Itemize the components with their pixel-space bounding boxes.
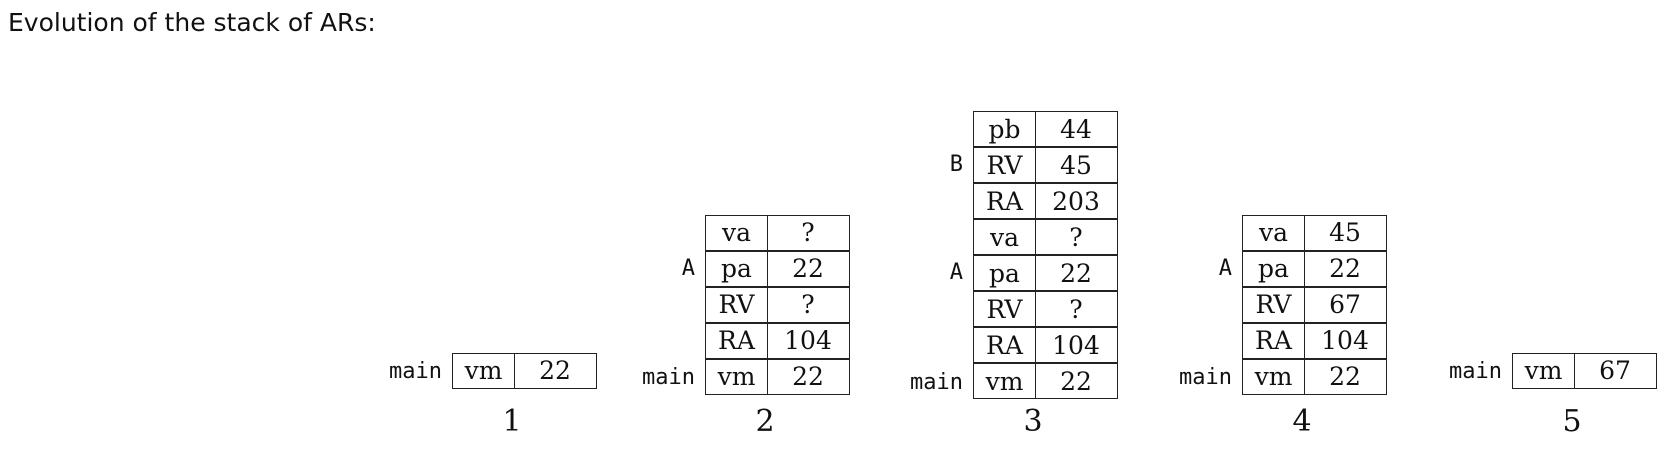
slot-value: 22: [1034, 363, 1118, 399]
frame-label: A: [1218, 255, 1232, 281]
stack-number: 5: [1562, 404, 1582, 439]
slot-value: 45: [1034, 147, 1118, 183]
frame-label: A: [949, 260, 963, 285]
slot-value: 22: [1303, 250, 1387, 287]
frame-label: main: [1179, 365, 1232, 390]
slot-name: vm: [1242, 358, 1305, 395]
slot-value: 22: [1034, 255, 1118, 291]
slot-name: va: [973, 219, 1036, 255]
slot-value: 45: [1303, 214, 1387, 251]
slot-name: pa: [973, 255, 1036, 291]
slot-value: ?: [1034, 219, 1118, 255]
frame-label: main: [389, 359, 442, 384]
frame-label: A: [681, 255, 695, 281]
ar-row: RV?: [705, 286, 850, 324]
stack-number: 3: [1023, 404, 1043, 439]
frame-label: main: [1449, 359, 1502, 384]
slot-value: 104: [766, 322, 850, 359]
slot-name: vm: [452, 352, 515, 389]
ar-row: RV?: [973, 291, 1118, 329]
stack-number: 1: [502, 404, 522, 439]
slot-name: va: [1242, 214, 1305, 251]
slot-value: 22: [513, 352, 597, 389]
ar-row: va?: [705, 214, 850, 252]
slot-name: vm: [705, 358, 768, 395]
stack-number: 2: [755, 404, 775, 439]
slot-name: RA: [973, 183, 1036, 219]
slot-value: 104: [1303, 322, 1387, 359]
slot-name: pb: [973, 111, 1036, 147]
slot-value: 22: [1303, 358, 1387, 395]
slot-value: 104: [1034, 327, 1118, 363]
slot-name: RA: [705, 322, 768, 359]
slot-value: 67: [1303, 286, 1387, 323]
slot-name: RA: [1242, 322, 1305, 359]
slot-value: 22: [766, 358, 850, 395]
ar-row: va?: [973, 219, 1118, 257]
slot-name: RV: [1242, 286, 1305, 323]
diagram-title: Evolution of the stack of ARs:: [8, 8, 376, 37]
slot-name: pa: [1242, 250, 1305, 287]
slot-name: va: [705, 214, 768, 251]
slot-name: vm: [973, 363, 1036, 399]
slot-value: 44: [1034, 111, 1118, 147]
slot-value: ?: [766, 286, 850, 323]
slot-value: 22: [766, 250, 850, 287]
slot-name: RV: [973, 291, 1036, 327]
frame-label: main: [642, 365, 695, 390]
stack-number: 4: [1292, 404, 1312, 439]
frame-label: main: [910, 369, 963, 395]
slot-name: RA: [973, 327, 1036, 363]
slot-name: vm: [1512, 352, 1575, 389]
frame-label: B: [949, 152, 963, 177]
slot-value: ?: [766, 214, 850, 251]
slot-value: ?: [1034, 291, 1118, 327]
slot-name: RV: [973, 147, 1036, 183]
slot-name: RV: [705, 286, 768, 323]
slot-value: 67: [1573, 352, 1657, 389]
slot-value: 203: [1034, 183, 1118, 219]
slot-name: pa: [705, 250, 768, 287]
